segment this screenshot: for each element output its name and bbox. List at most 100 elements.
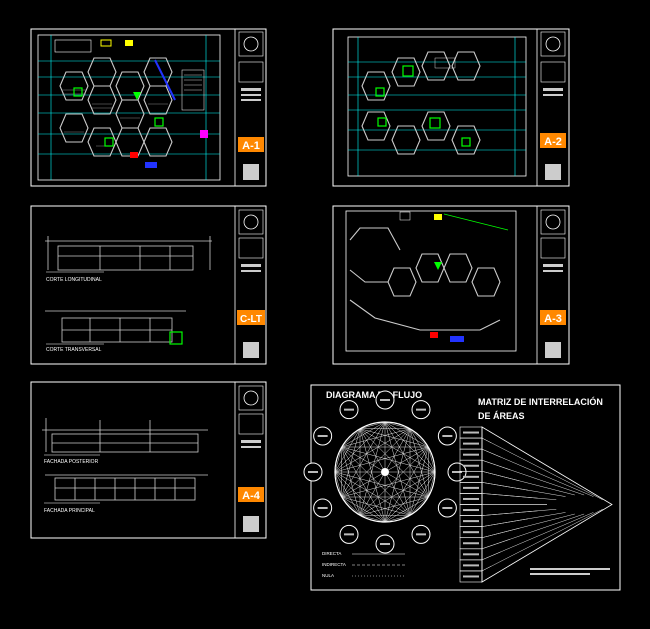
flow-link <box>359 446 429 516</box>
sheet-id: A-2 <box>544 136 562 148</box>
caption-main: FACHADA PRINCIPAL <box>44 508 95 514</box>
flow-link <box>359 421 386 429</box>
sheet-a2[interactable]: A-2 <box>332 28 570 187</box>
flow-link <box>341 428 361 498</box>
flow-node-label <box>452 471 462 473</box>
flow-node-label <box>380 543 390 545</box>
flow-link <box>428 446 436 473</box>
legend-indirect: INDIRECTA <box>322 562 346 567</box>
flow-link <box>359 428 429 448</box>
caption-longitudinal: CORTE LONGITUDINAL <box>46 277 102 283</box>
flow-link <box>341 446 436 473</box>
matrix-row-label <box>463 509 479 512</box>
flow-link <box>341 428 411 498</box>
flow-node-label <box>442 435 453 437</box>
matrix-row-label <box>463 464 479 467</box>
caption-rear: FACHADA POSTERIOR <box>44 459 99 465</box>
flow-link <box>341 428 361 448</box>
colored-marks <box>399 211 509 342</box>
flow-node-label <box>380 399 390 401</box>
matrix-grid-line <box>481 493 538 499</box>
hex-plan <box>349 227 501 331</box>
title-block-a1: A-1 <box>234 29 264 186</box>
facade-rear <box>42 418 208 453</box>
matrix-grid-line <box>481 509 603 572</box>
matrix-row-label <box>463 497 479 500</box>
flow-link <box>359 428 386 523</box>
sheet-a3[interactable]: A-3 <box>332 205 570 365</box>
flow-link <box>334 446 429 473</box>
grid-lines <box>38 35 220 180</box>
flow-node-label <box>317 435 328 437</box>
interrelation-matrix <box>459 426 613 583</box>
matrix-notes <box>530 568 610 575</box>
matrix-row-label <box>463 442 479 445</box>
flow-link <box>409 496 429 516</box>
title-block-a3: A-3 <box>536 206 566 364</box>
matrix-grid-line <box>481 508 557 516</box>
flow-diagram <box>303 390 467 554</box>
title-block-a2: A-2 <box>536 29 566 186</box>
matrix-row-label <box>463 553 479 556</box>
flow-node-label <box>344 533 354 536</box>
flow-link <box>334 446 342 473</box>
matrix-row-label <box>463 575 479 578</box>
flow-link <box>341 471 436 498</box>
matrix-row-label <box>463 564 479 567</box>
flow-node-label <box>416 533 426 536</box>
grid-lines <box>348 37 526 176</box>
matrix-title-2: DE ÁREAS <box>478 411 525 421</box>
flow-link <box>334 428 361 473</box>
flow-link <box>384 421 411 516</box>
flow-link <box>409 428 429 448</box>
matrix-grid-line <box>481 482 529 491</box>
matrix-grid-line <box>481 471 520 482</box>
matrix-row-label <box>463 542 479 545</box>
colored-marks <box>375 57 471 147</box>
flow-node-label <box>308 471 318 473</box>
flow-ring <box>334 421 436 523</box>
flow-link <box>341 446 386 523</box>
flow-link <box>341 496 361 516</box>
matrix-grid-line <box>481 513 575 538</box>
flow-link <box>341 446 361 516</box>
hex-plan <box>361 51 481 155</box>
matrix-row-label <box>463 453 479 456</box>
sheet-a1[interactable]: A-1 <box>30 28 267 187</box>
flow-link <box>341 496 386 523</box>
flow-link <box>428 471 436 498</box>
sheet-diagram[interactable]: DIAGRAMA DE FLUJO MATRIZ DE INTERRELACIÓ… <box>303 384 621 591</box>
sheet-id: A-4 <box>242 490 261 502</box>
flow-link <box>384 428 411 523</box>
sheet-id: A-3 <box>544 313 562 325</box>
flow-title: DIAGRAMA DE FLUJO <box>326 390 422 400</box>
flow-link <box>384 421 411 429</box>
matrix-grid-line <box>481 448 501 458</box>
flow-link <box>359 428 436 473</box>
sheet-clt[interactable]: CORTE LONGITUDINAL CORTE TRANSVERSAL C-L… <box>30 205 267 365</box>
flow-link <box>359 515 386 523</box>
sheet-id: A-1 <box>242 140 260 152</box>
matrix-title-1: MATRIZ DE INTERRELACIÓN <box>478 396 603 407</box>
flow-link <box>334 471 342 498</box>
matrix-row-label <box>463 520 479 523</box>
section-longitudinal <box>45 236 212 271</box>
sheet-a4[interactable]: FACHADA POSTERIOR FACHADA PRINCIPAL A-4 <box>30 381 267 539</box>
colored-marks <box>54 39 208 168</box>
flow-link <box>359 428 429 498</box>
flow-node-label <box>344 408 354 411</box>
hex-plan <box>59 57 173 157</box>
facade-main <box>45 474 208 501</box>
matrix-grid-line <box>481 459 510 470</box>
flow-node-label <box>416 408 426 411</box>
legend: DIRECTA INDIRECTA NULA <box>322 551 405 578</box>
title-block-a4: A-4 <box>234 382 264 538</box>
caption-transversal: CORTE TRANSVERSAL <box>46 347 102 353</box>
flow-link <box>341 446 411 516</box>
matrix-grid-line <box>481 437 603 500</box>
flow-link <box>334 471 411 516</box>
flow-link <box>384 515 411 523</box>
legend-direct: DIRECTA <box>322 551 341 556</box>
matrix-row-label <box>463 531 479 534</box>
